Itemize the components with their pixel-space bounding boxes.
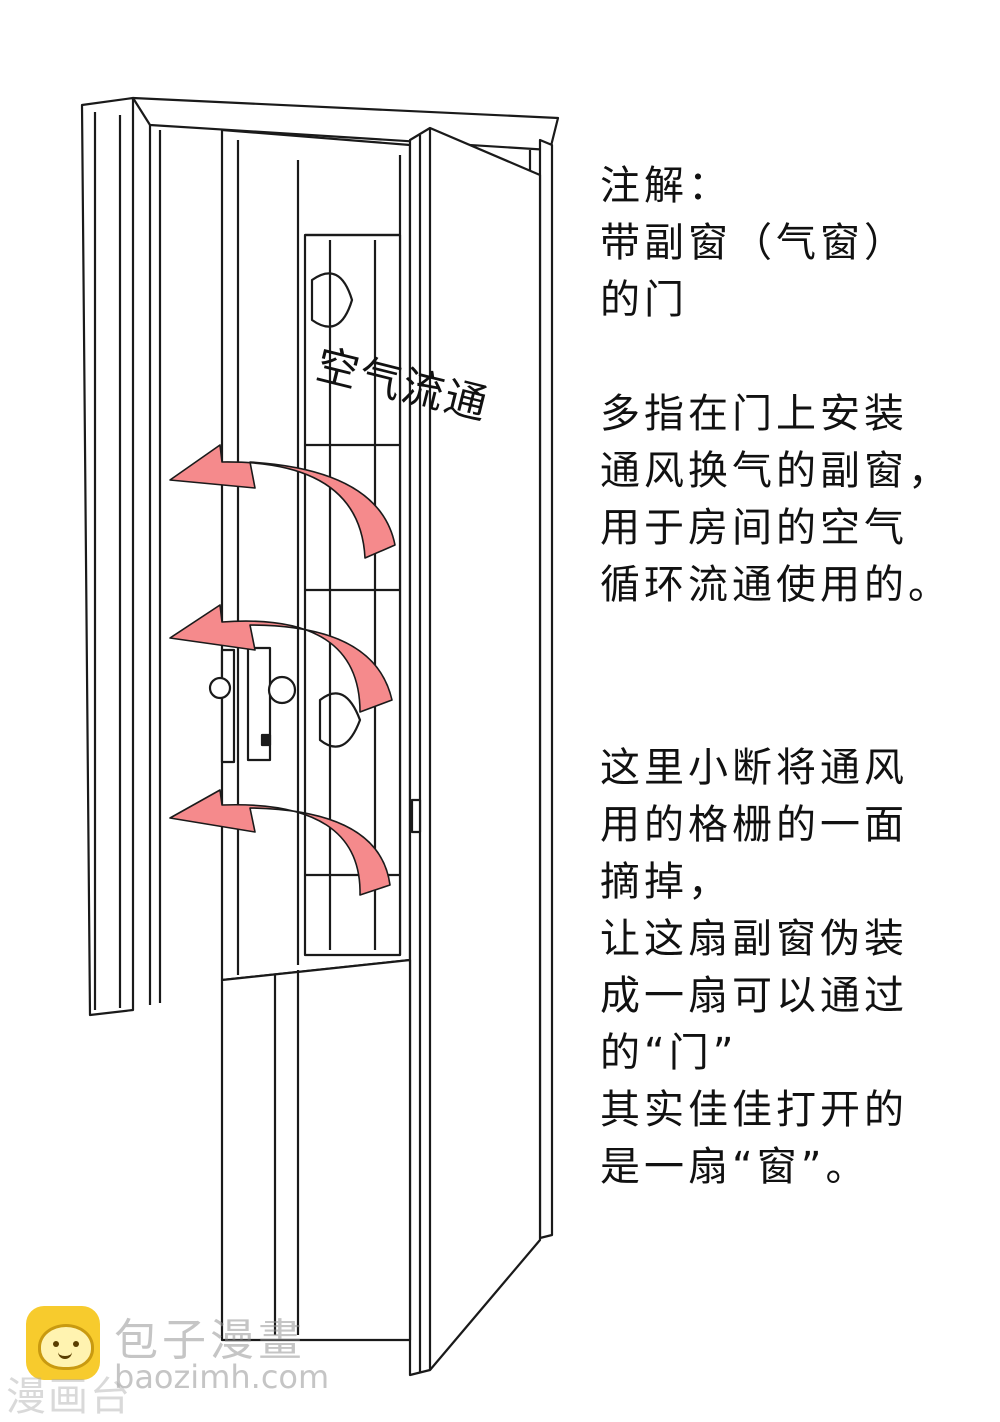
note-line: 这里小断将通风 xyxy=(600,745,908,791)
outer-frame-right xyxy=(538,138,554,1240)
note-block-1: 注解： 带副窗（气窗） 的门 多指在门上安装 通风换气的副窗， 用于房间的空气 … xyxy=(600,158,995,614)
door-lower-panel xyxy=(220,958,412,1342)
outer-frame-left xyxy=(80,96,135,1017)
note-line: 多指在门上安装 xyxy=(600,391,908,437)
note-line: 的“门” xyxy=(600,1030,738,1076)
airflow-arrow-1 xyxy=(169,444,396,559)
note-line: 用于房间的空气 xyxy=(600,505,908,551)
note-line: 的门 xyxy=(600,277,688,323)
watermark-side-text: 漫画台 xyxy=(6,1374,132,1420)
door-knob-left xyxy=(208,676,232,700)
sash-latch xyxy=(410,798,422,834)
note-line: 摘掉， xyxy=(600,859,732,905)
note-line: 是一扇“窗”。 xyxy=(600,1144,870,1190)
watermark-url: baozimh.com xyxy=(114,1358,330,1396)
note-block-2: 这里小断将通风 用的格栅的一面 摘掉， 让这扇副窗伪装 成一扇可以通过 的“门”… xyxy=(600,740,995,1196)
airflow-arrow-3 xyxy=(169,789,391,896)
note-line xyxy=(600,329,995,386)
watermark: 包子漫畫 baozimh.com 漫画台 xyxy=(6,1302,329,1420)
baozi-logo-icon xyxy=(26,1306,100,1380)
door-illustration xyxy=(80,96,560,1377)
lock-plate-left xyxy=(220,648,236,764)
note-line: 通风换气的副窗， xyxy=(600,448,952,494)
note-line: 让这扇副窗伪装 xyxy=(600,916,908,962)
note-line: 成一扇可以通过 xyxy=(600,973,908,1019)
watermark-name: 包子漫畫 xyxy=(114,1315,306,1366)
note-line: 循环流通使用的。 xyxy=(600,562,952,608)
note-line: 注解： xyxy=(600,163,732,209)
door-knob-right xyxy=(267,675,297,705)
note-line: 用的格栅的一面 xyxy=(600,802,908,848)
note-line: 其实佳佳打开的 xyxy=(600,1087,908,1133)
note-line: 带副窗（气窗） xyxy=(600,220,908,266)
lock-plate-right xyxy=(246,646,272,762)
airflow-arrow-2 xyxy=(169,604,393,713)
